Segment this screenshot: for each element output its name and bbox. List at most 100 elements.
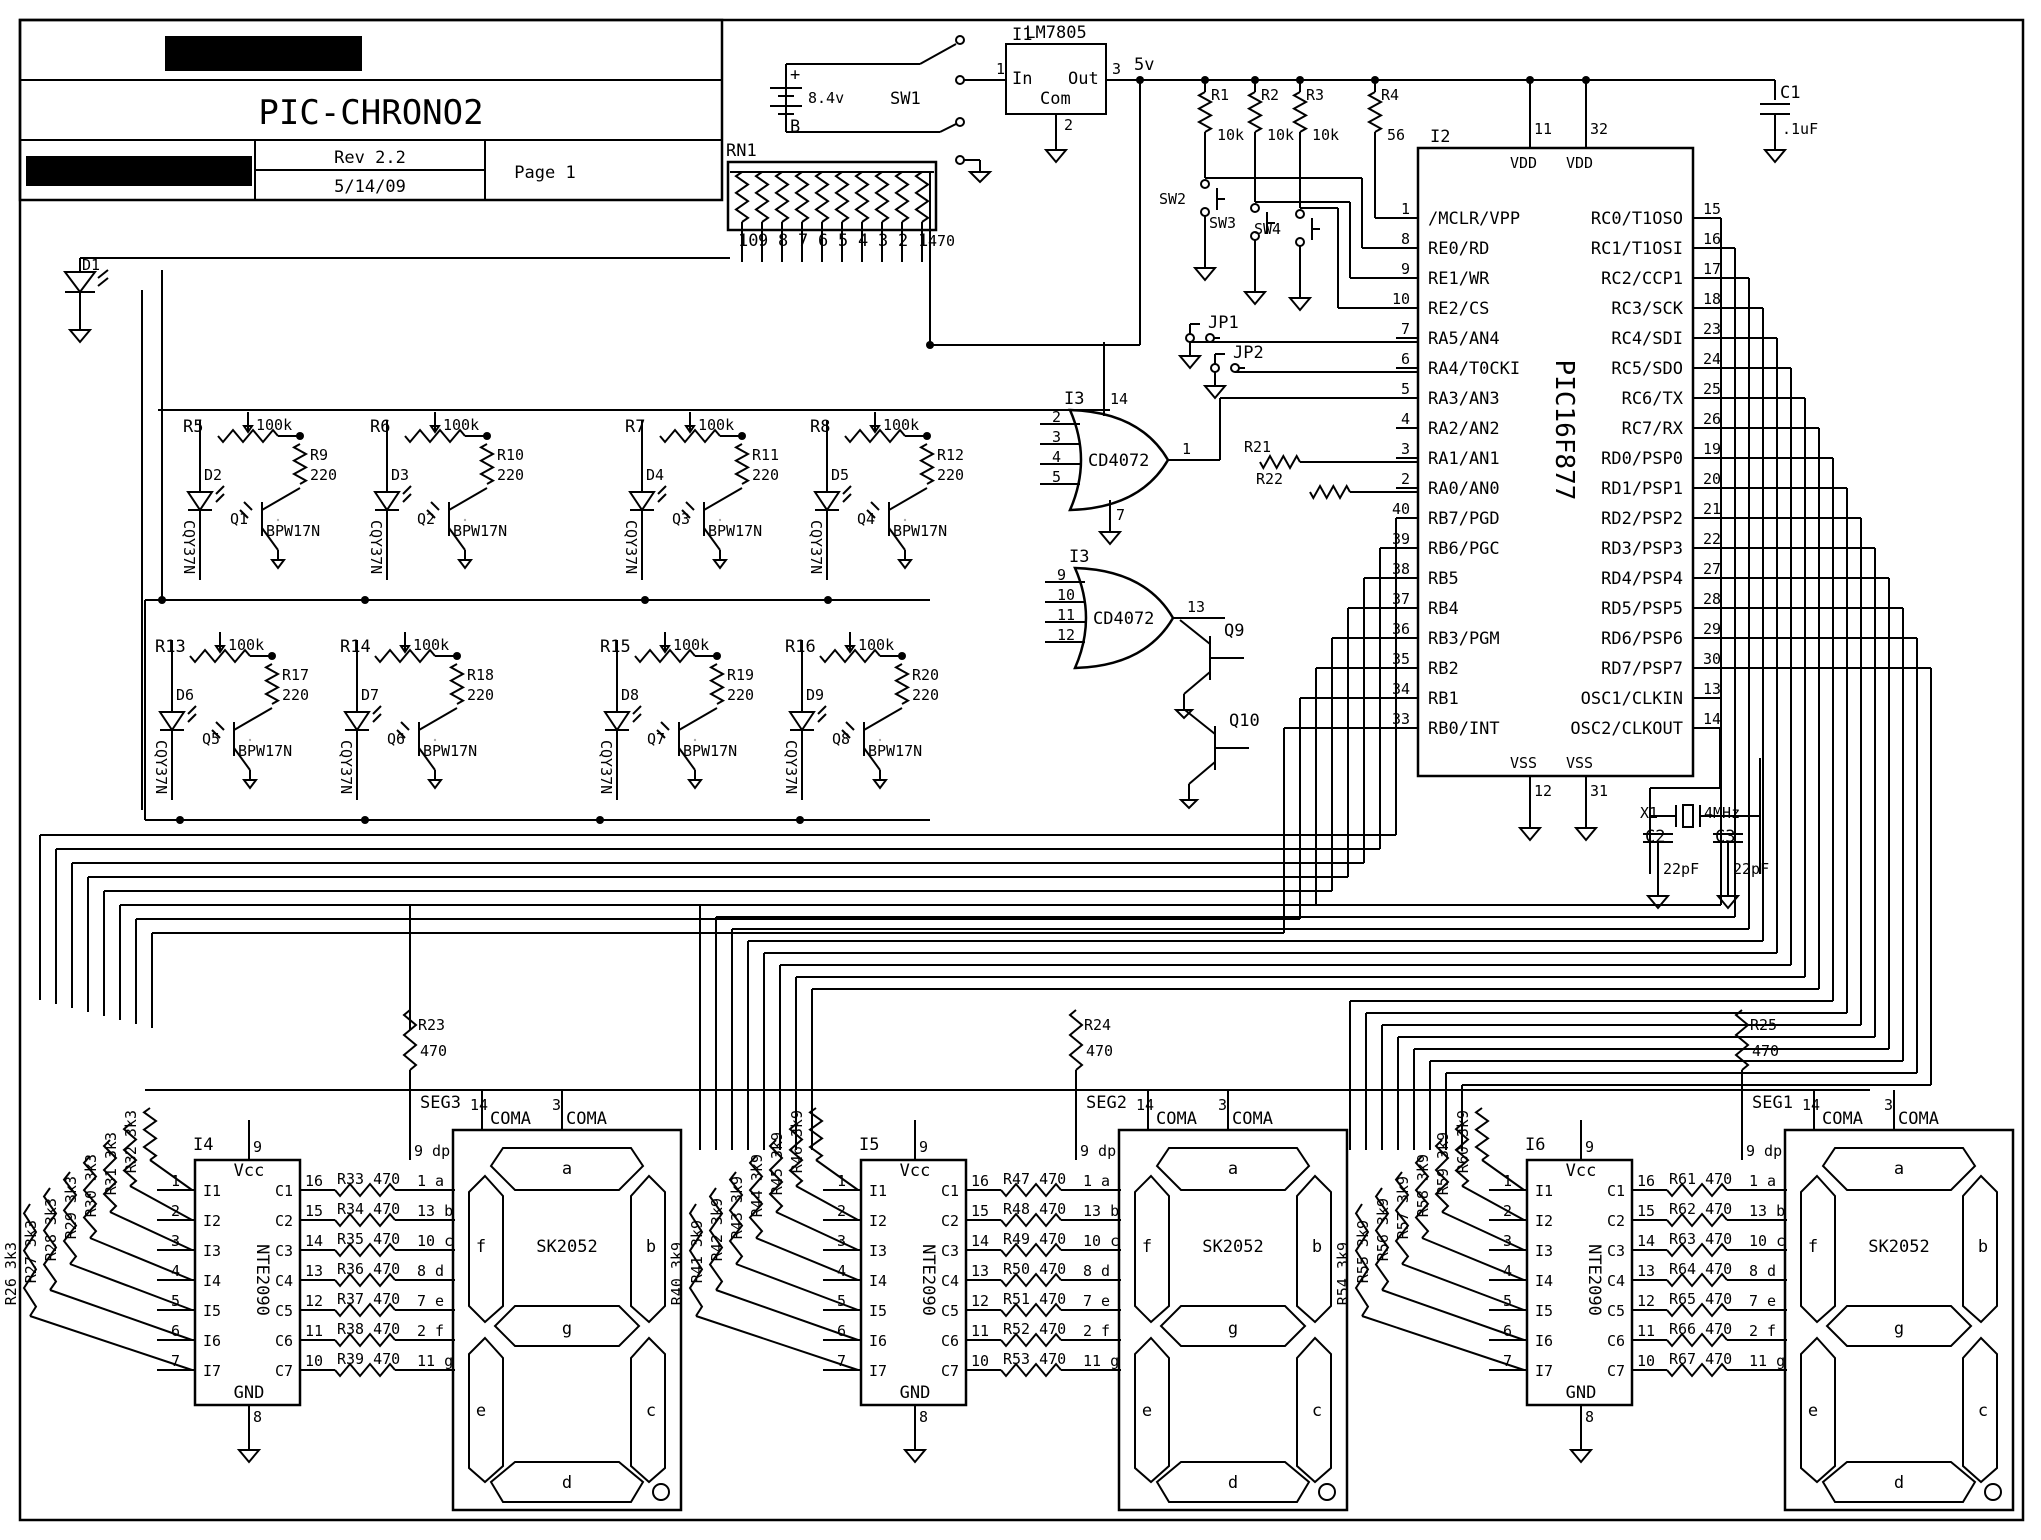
resnet-element bbox=[734, 171, 750, 223]
wire bbox=[1401, 1263, 1525, 1311]
display-pin-label: 8 d bbox=[417, 1262, 444, 1280]
driver-part: NTE2090 bbox=[918, 1244, 938, 1316]
pullup-resistor bbox=[1291, 91, 1309, 133]
driver-in-label: I4 bbox=[203, 1272, 221, 1290]
input-resistor bbox=[808, 1107, 824, 1161]
mcu-pin-name: RC4/SDI bbox=[1611, 329, 1683, 349]
output-res-label: R48 470 bbox=[1003, 1200, 1066, 1218]
wire bbox=[1441, 1211, 1525, 1251]
segment-letter: d bbox=[1228, 1473, 1238, 1493]
driver-out-label: C4 bbox=[941, 1272, 959, 1290]
led-part: CQY37N bbox=[782, 740, 800, 794]
display-pin-label: 7 e bbox=[1749, 1292, 1776, 1310]
input-resistor bbox=[768, 1139, 784, 1213]
wire bbox=[400, 721, 410, 731]
junction-dot bbox=[796, 816, 804, 824]
potentiometer bbox=[189, 648, 251, 664]
display-pin-label: 8 d bbox=[1083, 1262, 1110, 1280]
mcu-pin-name: RB3/PGM bbox=[1428, 629, 1500, 649]
segment-e bbox=[1134, 1336, 1170, 1484]
display-pin-label: 11 g bbox=[417, 1352, 453, 1370]
led-d1-ref: D1 bbox=[82, 256, 100, 274]
output-resistor bbox=[1000, 1362, 1062, 1378]
seg-label: SEG2 bbox=[1086, 1093, 1127, 1113]
driver-in-label: I2 bbox=[1535, 1212, 1553, 1230]
junction-dot bbox=[361, 596, 369, 604]
title-text: PIC-CHRONO2 bbox=[258, 93, 483, 133]
led-part: CQY37N bbox=[337, 740, 355, 794]
regulator-ref: I1 bbox=[1012, 25, 1032, 45]
display-pin-label: 10 c bbox=[417, 1232, 453, 1250]
gate-pin: 10 bbox=[1057, 586, 1075, 604]
dp-label: 9 dp bbox=[1080, 1142, 1116, 1160]
resnet-body bbox=[726, 160, 938, 232]
wire bbox=[396, 729, 406, 739]
mcu-part: PIC16F877 bbox=[1549, 360, 1579, 501]
driver-out-pin: 16 bbox=[1637, 1172, 1655, 1190]
wire bbox=[233, 747, 251, 771]
driver-out-pin: 11 bbox=[305, 1322, 323, 1340]
mcu-pin-number: 22 bbox=[1703, 530, 1721, 548]
input-res-label: R30 3k3 bbox=[82, 1154, 100, 1217]
segment-a bbox=[489, 1147, 645, 1191]
mcu-pin-number: 37 bbox=[1392, 590, 1410, 608]
wire bbox=[775, 1211, 859, 1251]
pullup-value: 10k bbox=[1217, 126, 1244, 144]
mcu-pin-name: RC6/TX bbox=[1622, 389, 1684, 409]
mcu-pin-name: RD0/PSP0 bbox=[1601, 449, 1683, 469]
output-resistor bbox=[1666, 1272, 1728, 1288]
segment-b bbox=[1296, 1174, 1332, 1324]
driver-out-pin: 14 bbox=[971, 1232, 989, 1250]
pot-ref: R13 bbox=[155, 637, 186, 657]
driver-out-pin: 10 bbox=[305, 1352, 323, 1370]
gate-pin: 11 bbox=[1057, 606, 1075, 624]
led-part: CQY37N bbox=[367, 520, 385, 574]
driver-chip bbox=[859, 1158, 968, 1407]
pot-wiper bbox=[429, 425, 441, 434]
driver-gnd-pin: 8 bbox=[919, 1408, 928, 1426]
pot-wiper bbox=[869, 425, 881, 434]
wire bbox=[89, 1237, 193, 1281]
seven-segment-display bbox=[451, 1128, 683, 1512]
coma-label: COMA bbox=[1232, 1109, 1273, 1129]
wire bbox=[632, 705, 642, 715]
pot-value: 100k bbox=[228, 636, 264, 654]
segment-e bbox=[468, 1336, 504, 1484]
wire bbox=[149, 1159, 193, 1191]
output-res-label: R49 470 bbox=[1003, 1230, 1066, 1248]
gate-gnd-pin: 7 bbox=[1116, 506, 1125, 524]
ground-arrow bbox=[1178, 799, 1200, 810]
power-section: + B 8.4v SW1 I1 LM7805 In Out Com 1 3 2 … bbox=[770, 23, 1818, 345]
driver-out-label: C6 bbox=[1607, 1332, 1625, 1350]
resnet-element bbox=[894, 171, 910, 223]
mcu-pin-name: VDD bbox=[1510, 154, 1537, 172]
wire bbox=[239, 509, 249, 519]
output-res-label: R63 470 bbox=[1669, 1230, 1732, 1248]
output-resistor bbox=[1000, 1182, 1062, 1198]
output-resistor bbox=[334, 1302, 396, 1318]
junction-dot bbox=[296, 432, 304, 440]
wire bbox=[817, 713, 827, 723]
driver-in-label: I2 bbox=[869, 1212, 887, 1230]
phototransistor-part: BPW17N bbox=[683, 742, 737, 760]
display-part: SK2052 bbox=[536, 1237, 597, 1257]
junction-dot bbox=[824, 596, 832, 604]
gate-pin: 9 bbox=[1057, 566, 1066, 584]
segment-g bbox=[1159, 1305, 1307, 1347]
wire bbox=[372, 713, 382, 723]
resnet-pin: 6 bbox=[818, 231, 828, 251]
junction-dot bbox=[713, 652, 721, 660]
mcu-pin-name: RA2/AN2 bbox=[1428, 419, 1500, 439]
output-resistor bbox=[1000, 1212, 1062, 1228]
ground-arrow bbox=[872, 779, 888, 790]
wire bbox=[656, 729, 666, 739]
driver-in-pin: 1 bbox=[1503, 1172, 1512, 1190]
output-res-label: R39 470 bbox=[337, 1350, 400, 1368]
driver-in-pin: 7 bbox=[171, 1352, 180, 1370]
resnet-element bbox=[814, 171, 830, 223]
pot-wiper bbox=[242, 425, 254, 434]
